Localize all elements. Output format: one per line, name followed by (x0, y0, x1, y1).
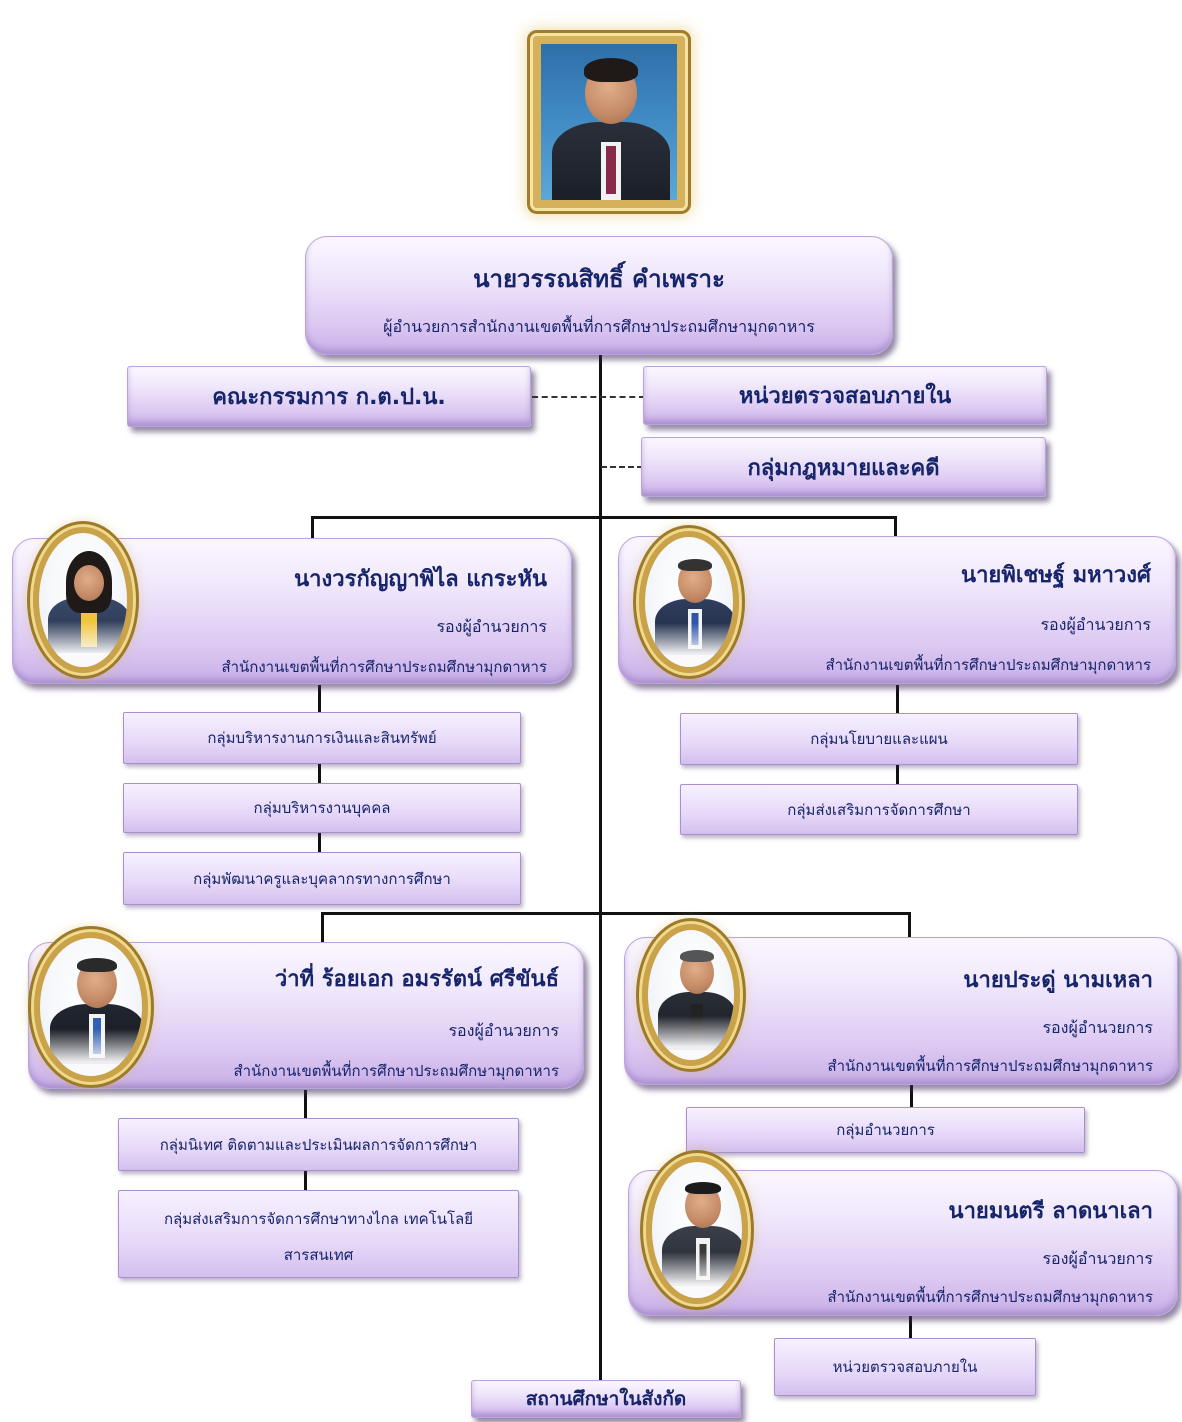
group-supervision-box: กลุ่มนิเทศ ติดตามและประเมินผลการจัดการศึ… (118, 1118, 519, 1171)
group-admin-box: กลุ่มอำนวยการ (686, 1107, 1085, 1153)
branch-line-upper (311, 516, 897, 519)
deputy-office: สำนักงานเขตพื้นที่การศึกษาประถมศึกษามุกด… (827, 1057, 1153, 1075)
group-distance-ict-line1: กลุ่มส่งเสริมการจัดการศึกษาทางไกล เทคโนโ… (163, 1210, 474, 1228)
group-edu-promo-box: กลุ่มส่งเสริมการจัดการศึกษา (680, 784, 1078, 835)
deputy-title: รองผู้อำนวยการ (436, 617, 547, 636)
deputy-portrait-5 (646, 1156, 748, 1304)
deputy-office: สำนักงานเขตพื้นที่การศึกษาประถมศึกษามุกด… (221, 658, 547, 676)
director-position: ผู้อำนวยการสำนักงานเขตพื้นที่การศึกษาประ… (383, 317, 815, 336)
group-internal-audit-unit-box: หน่วยตรวจสอบภายใน (774, 1338, 1036, 1396)
branch-line-lower (321, 912, 911, 915)
deputy-portrait-1 (33, 527, 133, 673)
deputy-office: สำนักงานเขตพื้นที่การศึกษาประถมศึกษามุกด… (825, 656, 1151, 674)
deputy-title: รองผู้อำนวยการ (1042, 1249, 1153, 1268)
committee-box: คณะกรรมการ ก.ต.ป.น. (127, 366, 531, 427)
deputy-office: สำนักงานเขตพื้นที่การศึกษาประถมศึกษามุกด… (827, 1288, 1153, 1306)
director-person-image (541, 44, 677, 200)
committee-dash-line (532, 396, 645, 398)
group-distance-ict-line2: สารสนเทศ (283, 1246, 354, 1264)
internal-audit-box: หน่วยตรวจสอบภายใน (643, 366, 1047, 425)
main-trunk-line (599, 355, 602, 1410)
schools-box: สถานศึกษาในสังกัด (471, 1380, 741, 1418)
deputy-portrait-4 (642, 924, 740, 1066)
deputy-title: รองผู้อำนวยการ (1042, 1018, 1153, 1037)
director-box: นายวรรณสิทธิ์ คำเพราะ ผู้อำนวยการสำนักงา… (305, 236, 893, 355)
group-distance-ict-box: กลุ่มส่งเสริมการจัดการศึกษาทางไกล เทคโนโ… (118, 1190, 519, 1278)
group-finance-box: กลุ่มบริหารงานการเงินและสินทรัพย์ (123, 712, 521, 764)
deputy-title: รองผู้อำนวยการ (1040, 615, 1151, 634)
montri-groups-line (909, 1316, 912, 1338)
group-personnel-box: กลุ่มบริหารงานบุคคล (123, 783, 521, 833)
deputy-portrait-3 (34, 932, 148, 1082)
branch-drop-left-lower (321, 912, 324, 942)
deputy-name: นางวรกัญญาพิไล แกระหัน (294, 567, 547, 592)
director-portrait (533, 36, 685, 208)
director-name: นายวรรณสิทธิ์ คำเพราะ (473, 265, 725, 293)
group-teacher-dev-box: กลุ่มพัฒนาครูและบุคลากรทางการศึกษา (123, 852, 521, 905)
branch-drop-left-upper (311, 516, 314, 538)
group-policy-box: กลุ่มนโยบายและแผน (680, 713, 1078, 765)
branch-drop-right-upper (894, 516, 897, 538)
legal-group-box: กลุ่มกฎหมายและคดี (641, 437, 1046, 497)
deputy-office: สำนักงานเขตพื้นที่การศึกษาประถมศึกษามุกด… (233, 1062, 559, 1080)
deputy-name: ว่าที่ ร้อยเอก อมรรัตน์ ศรีขันธ์ (274, 967, 559, 992)
prado-groups-line (910, 1084, 913, 1108)
deputy-title: รองผู้อำนวยการ (448, 1021, 559, 1040)
deputy-portrait-2 (639, 531, 739, 673)
branch-drop-right-lower (908, 912, 911, 938)
legal-dash-line (601, 466, 643, 468)
deputy-name: นายมนตรี ลาดนาเลา (948, 1199, 1153, 1224)
deputy-name: นายพิเชษฐ์ มหาวงศ์ (961, 563, 1151, 588)
deputy-name: นายประดู่ นามเหลา (963, 968, 1153, 993)
left-upper-groups-line (318, 685, 321, 857)
